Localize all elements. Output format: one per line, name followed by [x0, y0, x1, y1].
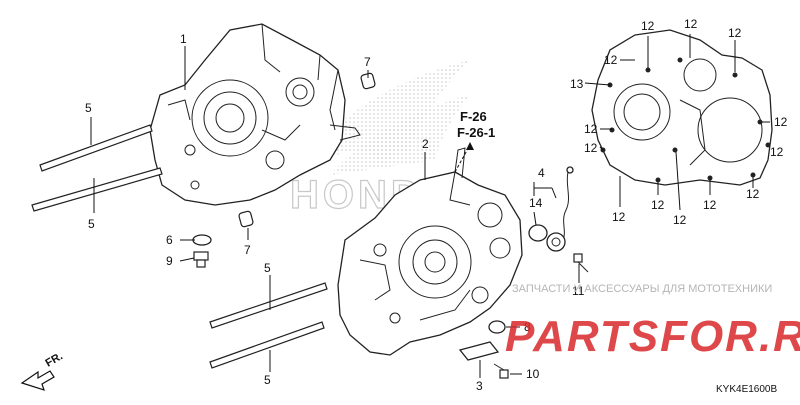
callout-12: 12	[770, 145, 784, 159]
callout-12: 12	[584, 141, 598, 155]
callout-12: 12	[684, 17, 698, 31]
callout-2: 2	[422, 137, 429, 151]
front-direction-label: FR.	[44, 350, 65, 369]
callout-numbers: 1 2 3 4 5 5 5 5 6 7 7 8 9 10 11 14 13 12…	[85, 17, 788, 393]
callout-1: 1	[180, 32, 187, 46]
reference-f26-1: F-26-1	[457, 125, 495, 140]
callout-11: 11	[572, 284, 585, 298]
callout-7a: 7	[364, 55, 371, 69]
callout-8: 8	[524, 320, 531, 334]
callout-5d: 5	[264, 373, 271, 387]
callout-4: 4	[538, 166, 545, 180]
callout-5c: 5	[264, 261, 271, 275]
sensor-wire-assembly	[546, 166, 574, 252]
callout-12: 12	[746, 187, 760, 201]
callout-6: 6	[166, 233, 173, 247]
oil-seal-8	[488, 320, 506, 334]
callout-12: 12	[584, 122, 598, 136]
callout-12: 12	[728, 26, 742, 40]
bolt-11	[573, 253, 589, 273]
callout-12: 12	[774, 115, 788, 129]
crankcase-gasket	[591, 29, 773, 186]
diagram-code: KYK4E1600B	[716, 384, 777, 395]
leader-lines	[90, 34, 770, 378]
callout-12: 12	[641, 19, 655, 33]
bracket-part	[458, 341, 500, 361]
dowel-pin-lower	[238, 210, 254, 228]
watermark-logo: PARTSFOR.RU	[505, 312, 800, 361]
o-ring	[528, 224, 548, 242]
callout-5a: 5	[85, 101, 92, 115]
washer-6	[192, 234, 212, 246]
callout-12: 12	[703, 198, 717, 212]
reference-arrow	[454, 142, 474, 173]
drain-plug-9	[193, 251, 209, 268]
callout-5b: 5	[88, 217, 95, 231]
callout-3: 3	[476, 379, 483, 393]
front-direction-arrow: FR.	[20, 350, 65, 391]
left-crankcase	[149, 23, 361, 206]
callout-12: 12	[604, 53, 618, 67]
right-crankcase	[337, 147, 523, 356]
dowel-pin-upper	[360, 72, 376, 90]
callout-12: 12	[651, 198, 665, 212]
callout-10: 10	[526, 367, 540, 381]
bolt-10	[493, 363, 509, 379]
stud-bolts	[31, 124, 328, 369]
reference-f26: F-26	[460, 109, 487, 124]
callout-12: 12	[612, 210, 626, 224]
callout-7b: 7	[244, 243, 251, 257]
callout-13: 13	[570, 77, 584, 91]
callout-12: 12	[673, 213, 687, 227]
callout-14: 14	[529, 196, 543, 210]
watermark-tagline: ЗАПЧАСТИ И АКСЕССУАРЫ ДЛЯ МОТОТЕХНИКИ	[512, 283, 772, 295]
callout-9: 9	[166, 254, 173, 268]
honda-wing-watermark	[300, 60, 470, 175]
